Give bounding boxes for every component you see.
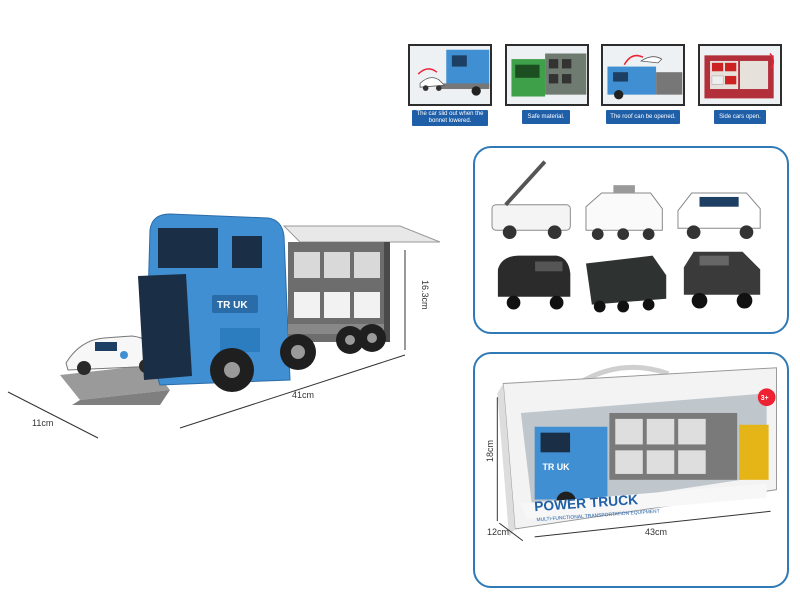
- feature-caption-3: The roof can be opened.: [606, 110, 680, 124]
- black-police-truck-icon: [585, 255, 667, 313]
- black-jeep-icon: [683, 251, 761, 309]
- package-depth-label: 12cm: [487, 527, 510, 537]
- ladder-truck-icon: [491, 160, 571, 240]
- feature-caption-4: Side cars open.: [714, 110, 766, 124]
- car-slide-out-icon: [410, 46, 490, 104]
- feature-thumb-3: [601, 44, 685, 106]
- included-vehicles-panel: [473, 146, 789, 334]
- truck-trailer: [282, 225, 441, 342]
- package-title: POWER TRUCK: [534, 492, 639, 514]
- feature-thumb-4: [698, 44, 782, 106]
- truck-length-label: 41cm: [292, 390, 315, 400]
- truck-cab: TR UK: [138, 213, 291, 386]
- feature-caption-1: The car slid out when the bonnet lowered…: [412, 110, 488, 126]
- package-height-label: 18cm: [485, 439, 495, 462]
- feature-thumb-1: [408, 44, 492, 106]
- truck-logo: TR UK: [217, 300, 248, 311]
- police-suv-icon: [677, 192, 761, 240]
- safe-material-icon: [507, 46, 587, 104]
- package-length-label: 43cm: [645, 527, 668, 537]
- age-badge: 3+: [761, 395, 769, 402]
- packaging-panel: TR UK POWER TRUCK MULTI-FUNCTIONAL TRANS…: [473, 352, 789, 588]
- truck-wheels: [210, 324, 386, 392]
- police-armored-truck-icon: [585, 185, 663, 240]
- truck-width-label: 11cm: [32, 418, 54, 428]
- package-truck-logo: TR UK: [543, 462, 571, 472]
- side-cars-open-icon: [700, 46, 780, 104]
- dimension-lines: [7, 250, 406, 439]
- black-van-icon: [497, 255, 571, 310]
- feature-caption-2: Safe material.: [522, 110, 570, 124]
- roof-open-icon: [603, 46, 683, 104]
- main-truck-illustration: TR UK: [7, 213, 441, 439]
- included-vehicles-grid: [491, 160, 761, 313]
- truck-height-label: 16.3cm: [420, 280, 430, 310]
- packaging-box-illustration: TR UK POWER TRUCK MULTI-FUNCTIONAL TRANS…: [496, 364, 777, 542]
- feature-thumb-2: [505, 44, 589, 106]
